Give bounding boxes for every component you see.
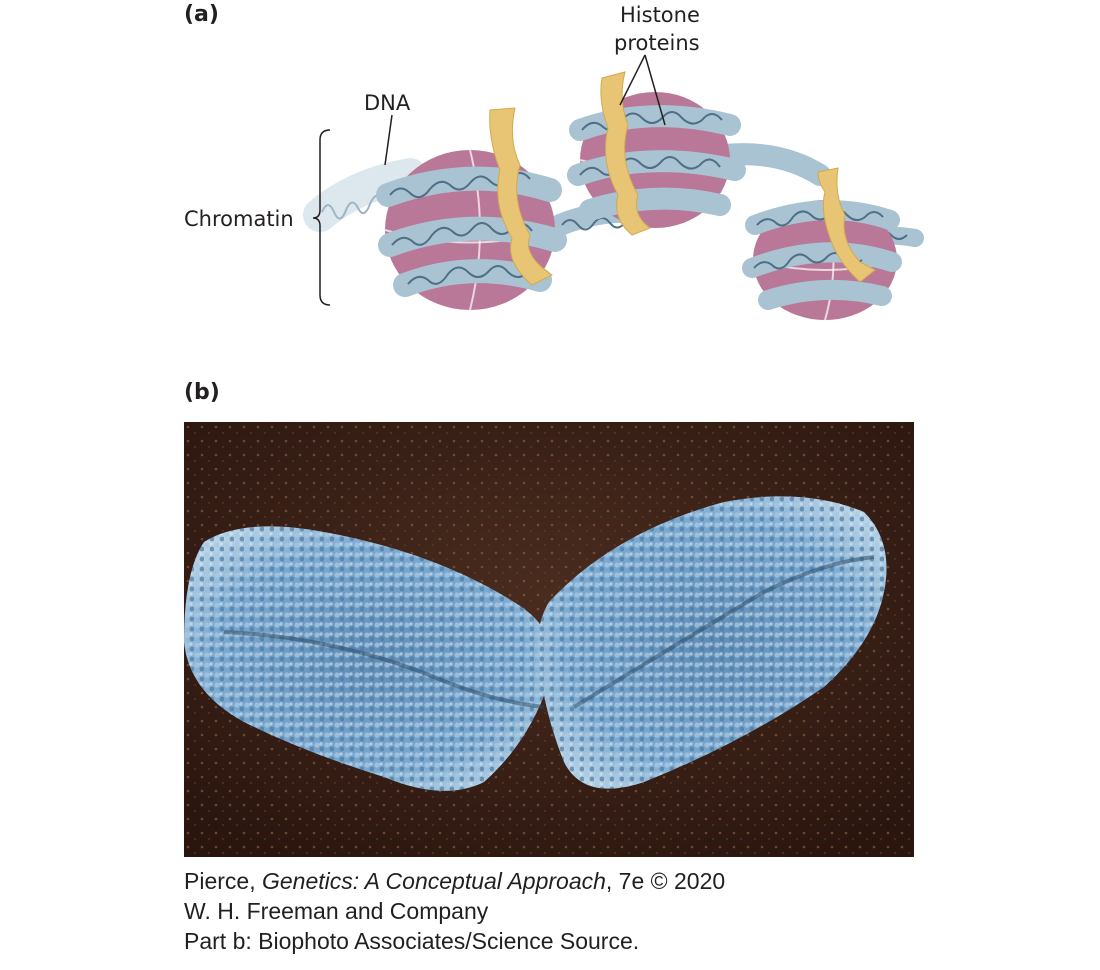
- linker-histone-1: [489, 107, 553, 286]
- dna-label: DNA: [364, 91, 411, 115]
- nucleosome-1: [376, 149, 567, 311]
- caption-credit: Part b: Biophoto Associates/Science Sour…: [184, 928, 640, 954]
- caption-edition: , 7e © 2020: [605, 868, 726, 894]
- linker-histone-2: [600, 71, 652, 236]
- caption-author: Pierce,: [184, 868, 262, 894]
- histone-label-line1: Histone: [620, 3, 700, 27]
- histone-label-line2: proteins: [614, 31, 700, 55]
- chromatin-diagram: DNA Chromatin Histone proteins: [184, 3, 924, 321]
- caption-book-title: Genetics: A Conceptual Approach: [261, 868, 606, 894]
- chromatid-left: [184, 526, 553, 791]
- caption-publisher: W. H. Freeman and Company: [184, 898, 489, 924]
- dna-leader-line: [384, 114, 393, 166]
- chromatin-label: Chromatin: [184, 207, 294, 231]
- histone-leader-line-1: [619, 54, 646, 106]
- chromatin-bracket: [312, 129, 331, 306]
- panel-b-label: (b): [184, 380, 220, 405]
- histone-leader-line-2: [644, 54, 666, 126]
- figure-caption: Pierce, Genetics: A Conceptual Approach,…: [184, 866, 725, 956]
- chromosome-micrograph: [184, 422, 914, 857]
- nucleosome-2: [567, 92, 746, 228]
- caption-line-1: Pierce, Genetics: A Conceptual Approach,…: [184, 866, 725, 896]
- panel-a-label: (a): [184, 2, 219, 27]
- micrograph-image: [184, 422, 914, 857]
- chromatid-right: [537, 496, 887, 789]
- linker-histone-3: [817, 167, 876, 283]
